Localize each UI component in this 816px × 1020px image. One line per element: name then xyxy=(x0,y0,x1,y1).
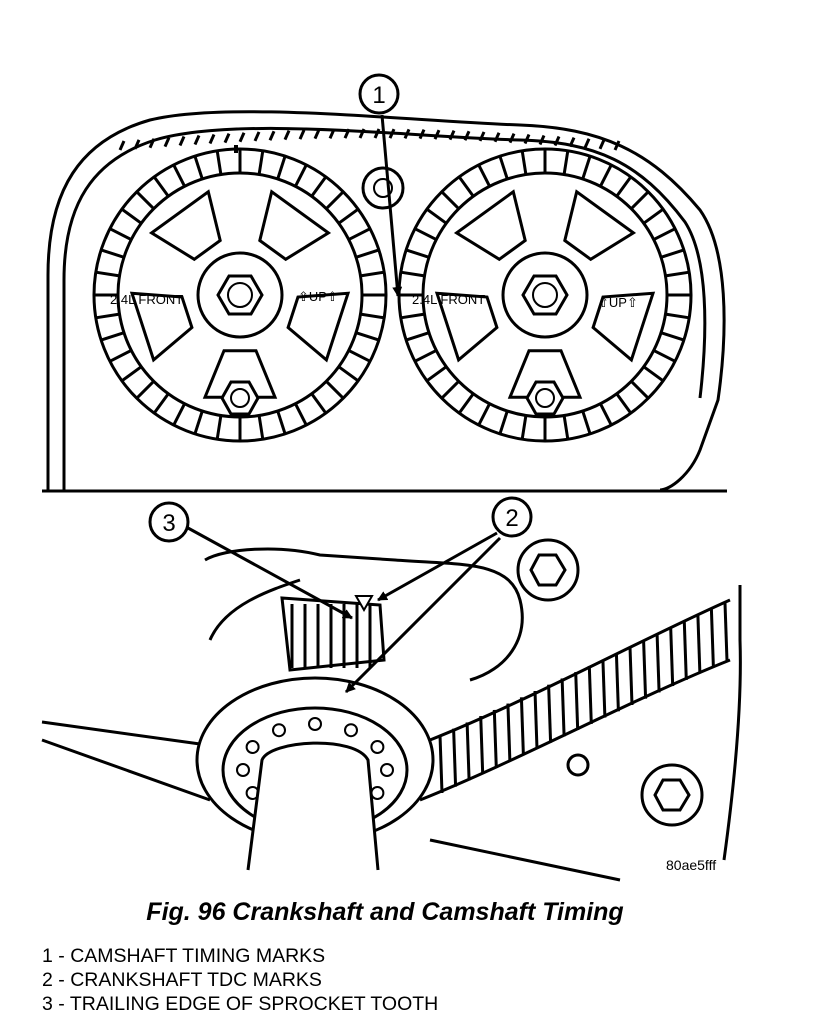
lower-timing-belt xyxy=(419,598,731,802)
left-sprocket-up-label: ⇧UP⇧ xyxy=(298,289,338,304)
crankshaft-nose xyxy=(246,741,380,871)
right-camshaft-sprocket xyxy=(397,147,693,443)
callout-1-arrow xyxy=(380,114,403,297)
legend-item-number: 1 xyxy=(42,945,53,967)
figure-code: 80ae5fff xyxy=(666,857,716,873)
legend: 1 - CAMSHAFT TIMING MARKS 2 - CRANKSHAFT… xyxy=(42,944,438,1016)
legend-item-number: 2 xyxy=(42,969,53,991)
left-sprocket-front-label: 2.4L FRONT xyxy=(110,292,183,307)
dowel-hole xyxy=(566,753,590,777)
right-sprocket-bolt xyxy=(525,380,565,416)
engine-block-outline xyxy=(41,547,742,882)
callout-2-arrow-lower xyxy=(344,536,502,694)
svg-text:2: 2 xyxy=(505,505,518,532)
right-sprocket-up-label: ⇧UP⇧ xyxy=(598,295,638,310)
left-camshaft-sprocket xyxy=(92,145,388,443)
lower-bolt-lower-view xyxy=(640,763,704,827)
callout-2-arrow-upper xyxy=(377,531,498,602)
callout-2: 2 xyxy=(491,496,533,538)
right-sprocket-front-label: 2.4L FRONT xyxy=(412,292,485,307)
left-sprocket-bolt xyxy=(220,380,260,416)
timing-cover-outline xyxy=(46,110,726,492)
svg-text:3: 3 xyxy=(162,510,175,537)
idler-bolt xyxy=(361,166,405,210)
callout-1: 1 xyxy=(358,73,400,115)
upper-bolt-lower-view xyxy=(516,538,580,602)
legend-item: 1 - CAMSHAFT TIMING MARKS xyxy=(42,945,326,967)
callout-3: 3 xyxy=(148,501,190,543)
legend-item-text: CRANKSHAFT TDC MARKS xyxy=(70,969,322,991)
legend-item-text: CAMSHAFT TIMING MARKS xyxy=(70,945,326,967)
legend-item-number: 3 xyxy=(42,993,53,1015)
legend-item: 3 - TRAILING EDGE OF SPROCKET TOOTH xyxy=(42,993,439,1015)
svg-text:1: 1 xyxy=(372,82,385,109)
legend-item-text: TRAILING EDGE OF SPROCKET TOOTH xyxy=(69,993,439,1015)
timing-belt-teeth xyxy=(118,128,621,151)
figure-caption: Fig. 96 Crankshaft and Camshaft Timing xyxy=(146,898,624,926)
tdc-mark xyxy=(354,595,374,613)
timing-illustration: 2.4L FRONT ⇧UP⇧ 2.4L FRONT ⇧UP⇧ 1 xyxy=(41,73,742,882)
legend-item: 2 - CRANKSHAFT TDC MARKS xyxy=(42,969,322,991)
callout-3-arrow xyxy=(187,526,353,620)
